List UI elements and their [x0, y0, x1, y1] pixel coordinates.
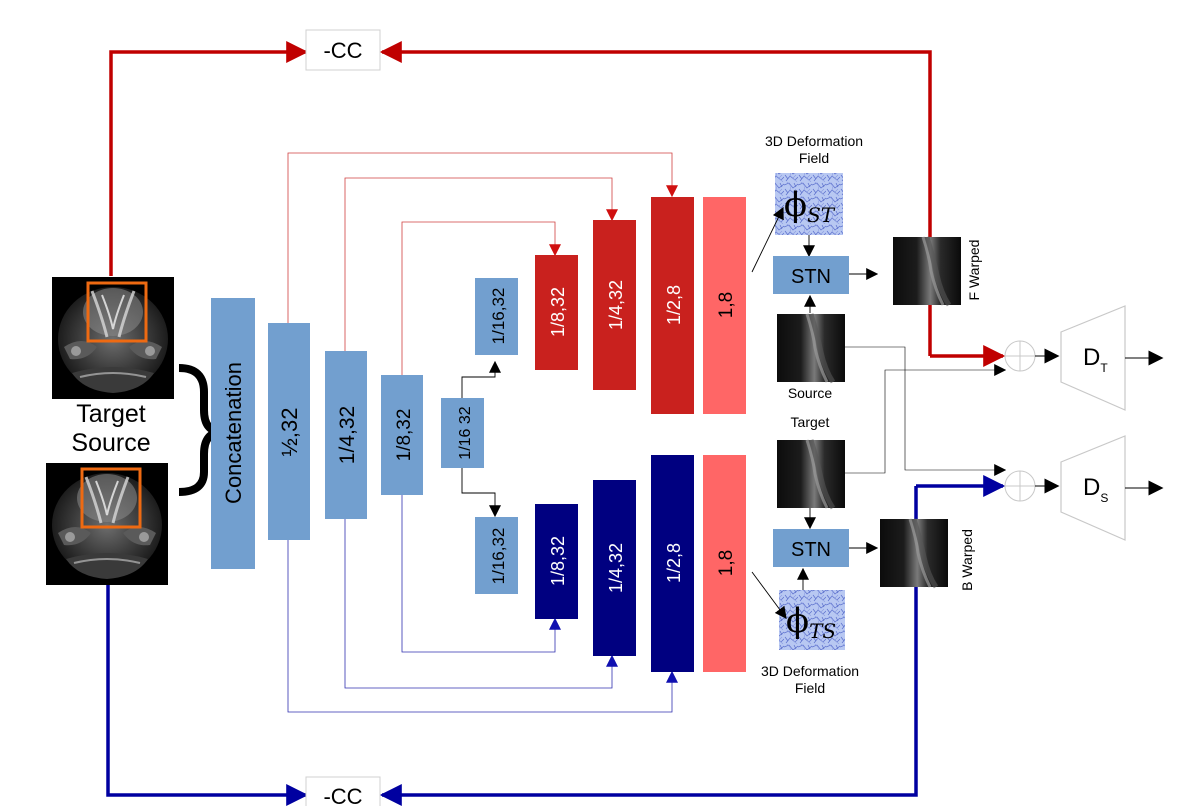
decoder-bottom-block-5: 1,8	[703, 455, 746, 672]
source-to-disc-bottom-path	[845, 346, 1007, 476]
encoder-block-sixteenth: 1/16 32	[441, 398, 484, 468]
field-bottom-symbol: ϕTS	[786, 601, 836, 643]
field-bottom-title-line2: Field	[795, 680, 825, 696]
target-to-disc-top-path	[845, 364, 1007, 474]
source-brain-image	[44, 461, 170, 587]
loss-path-bottom-left	[106, 584, 309, 806]
concat-block: Concatenation	[211, 298, 255, 569]
skip-bottom-half	[287, 540, 678, 713]
arrow-to-field-bottom	[751, 571, 787, 619]
stn-top-block: STN	[773, 256, 849, 294]
decoder-bottom-label-4: 1/2,8	[664, 543, 684, 583]
decoder-bottom-block-1: 1/16,32	[475, 517, 518, 594]
stn-top-label: STN	[791, 266, 831, 288]
disc-bottom-block: DS	[1060, 435, 1126, 541]
decoder-bottom-block-2: 1/8,32	[535, 504, 578, 619]
skip-top-half	[287, 152, 678, 323]
encoder-label-sixteenth: 1/16 32	[457, 406, 474, 459]
input-target-label: Target	[76, 400, 146, 428]
source-patch-label: Source	[788, 385, 833, 401]
source-patch-image	[777, 314, 845, 382]
encoder-block-quarter: 1/4,32	[325, 351, 367, 519]
decoder-top-block-2: 1/8,32	[535, 255, 578, 370]
decoder-top-label-5: 1,8	[716, 292, 737, 318]
field-top-image: ϕST	[775, 173, 843, 235]
decoder-top-label-1: 1/16,32	[489, 288, 508, 345]
field-top-title-line2: Field	[799, 150, 829, 166]
branch-arrow-down	[461, 468, 501, 518]
decoder-bottom-label-5: 1,8	[716, 550, 737, 576]
warped-top-image	[893, 237, 961, 305]
skip-top-eighth	[401, 221, 561, 375]
decoder-bottom-block-3: 1/4,32	[593, 480, 636, 656]
disc-bottom-subscript: S	[1100, 491, 1108, 505]
encoder-label-quarter: 1/4,32	[336, 406, 359, 464]
decoder-top-block-3: 1/4,32	[593, 220, 636, 390]
decoder-top-label-3: 1/4,32	[606, 280, 626, 330]
skip-bottom-quarter	[344, 519, 618, 689]
skip-bottom-eighth	[401, 495, 561, 653]
encoder-block-eighth: 1/8,32	[381, 375, 423, 495]
disc-top-subscript: T	[1100, 361, 1108, 375]
encoder-block-half: ½,32	[268, 323, 310, 540]
decoder-top-block-1: 1/16,32	[475, 278, 518, 355]
target-patch-image	[777, 440, 845, 508]
loss-box-bottom: -CC	[305, 776, 381, 806]
loss-label-bottom: -CC	[323, 784, 362, 806]
input-source-label: Source	[71, 429, 150, 457]
field-top-subscript: ST	[807, 203, 836, 227]
target-brain-image	[50, 275, 176, 401]
decoder-bottom-label-1: 1/16,32	[489, 528, 508, 585]
skip-top-quarter	[344, 177, 618, 351]
warped-top-label: F Warped	[966, 240, 982, 301]
field-top-symbol: ϕST	[784, 185, 836, 227]
disc-top-label: DT	[1083, 344, 1108, 375]
decoder-bottom-block-4: 1/2,8	[651, 455, 694, 672]
loss-path-top-left	[109, 41, 309, 276]
decoder-bottom-label-3: 1/4,32	[606, 543, 626, 593]
field-bottom-subscript: TS	[809, 619, 836, 643]
loss-label-top: -CC	[323, 38, 362, 63]
decoder-bottom-label-2: 1/8,32	[548, 536, 568, 586]
stn-bottom-block: STN	[773, 529, 849, 567]
encoder-label-half: ½,32	[277, 408, 302, 457]
concat-label: Concatenation	[221, 362, 246, 504]
loss-path-bottom-right	[379, 561, 918, 806]
stn-bottom-label: STN	[791, 539, 831, 561]
combine-top-circle	[1004, 340, 1036, 372]
disc-bottom-label: DS	[1083, 474, 1108, 505]
decoder-top-label-2: 1/8,32	[548, 287, 568, 337]
field-top-title-line1: 3D Deformation	[765, 133, 863, 149]
decoder-top-block-4: 1/2,8	[651, 197, 694, 414]
field-bottom-title-line1: 3D Deformation	[761, 663, 859, 679]
decoder-top-block-5: 1,8	[703, 197, 746, 414]
warped-bottom-label: B Warped	[959, 529, 975, 591]
field-bottom-image: ϕTS	[779, 590, 845, 650]
encoder-label-eighth: 1/8,32	[394, 409, 415, 462]
warped-bottom-image	[880, 519, 948, 587]
combine-bottom-circle	[1004, 470, 1036, 502]
loss-box-top: -CC	[305, 29, 381, 71]
disc-top-block: DT	[1060, 305, 1126, 411]
decoder-top-label-4: 1/2,8	[664, 285, 684, 325]
arrow-to-field-top	[751, 206, 784, 273]
target-patch-label: Target	[791, 414, 830, 430]
